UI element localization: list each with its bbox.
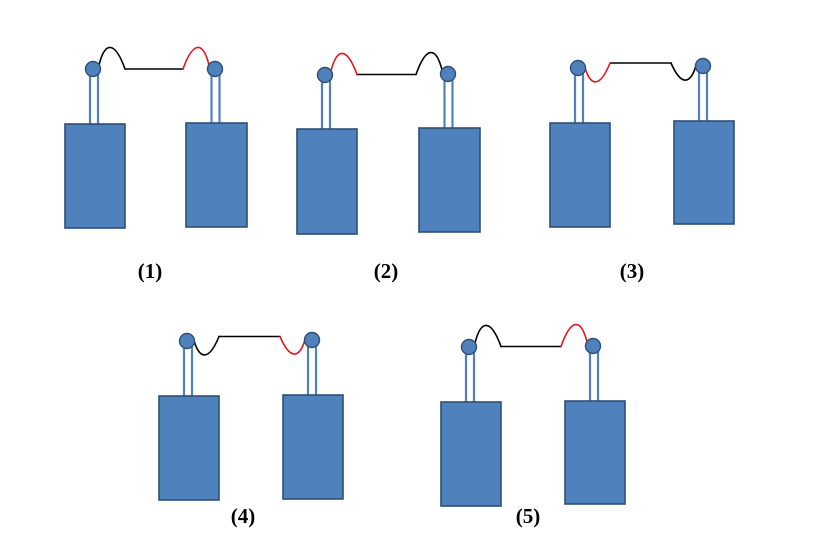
wire-left-arc bbox=[474, 324, 502, 348]
left-contact-ball bbox=[569, 59, 587, 77]
right-electrode-box bbox=[185, 122, 248, 228]
panel-label-5: (5) bbox=[516, 504, 541, 528]
panel-label-3: (3) bbox=[620, 259, 645, 283]
wire-left-arc bbox=[583, 62, 611, 83]
panel-label-2: (2) bbox=[374, 259, 399, 283]
wire-right-arc bbox=[560, 323, 588, 348]
right-contact-ball bbox=[584, 337, 602, 355]
wire-right-arc bbox=[279, 335, 307, 355]
right-contact-ball bbox=[439, 65, 457, 83]
right-electrode-box bbox=[673, 120, 735, 225]
right-electrode-box bbox=[282, 394, 344, 500]
right-contact-ball bbox=[694, 57, 712, 75]
left-electrode-box bbox=[440, 401, 502, 507]
wire-right-arc bbox=[182, 46, 210, 70]
left-contact-ball bbox=[316, 66, 334, 84]
left-contact-ball bbox=[84, 60, 102, 78]
panel-3 bbox=[549, 57, 735, 228]
panel-1 bbox=[64, 46, 248, 229]
panel-label-1: (1) bbox=[138, 259, 163, 283]
left-contact-ball bbox=[178, 332, 196, 350]
right-electrode-box bbox=[564, 400, 626, 505]
wire-left-arc bbox=[98, 46, 126, 70]
panel-5 bbox=[440, 323, 626, 507]
left-contact-ball bbox=[460, 338, 478, 356]
left-electrode-box bbox=[158, 395, 220, 501]
wire-left-arc bbox=[192, 335, 220, 356]
left-electrode-box bbox=[549, 122, 611, 228]
right-contact-ball bbox=[303, 331, 321, 349]
panel-label-4: (4) bbox=[231, 504, 256, 528]
left-electrode-box bbox=[296, 128, 358, 235]
panel-4 bbox=[158, 331, 344, 501]
panel-2 bbox=[296, 51, 481, 235]
left-electrode-box bbox=[64, 123, 126, 229]
right-contact-ball bbox=[206, 60, 224, 78]
right-electrode-box bbox=[418, 127, 481, 233]
wire-left-arc bbox=[330, 52, 358, 76]
wire-right-arc bbox=[670, 61, 698, 81]
wire-right-arc bbox=[415, 51, 443, 76]
